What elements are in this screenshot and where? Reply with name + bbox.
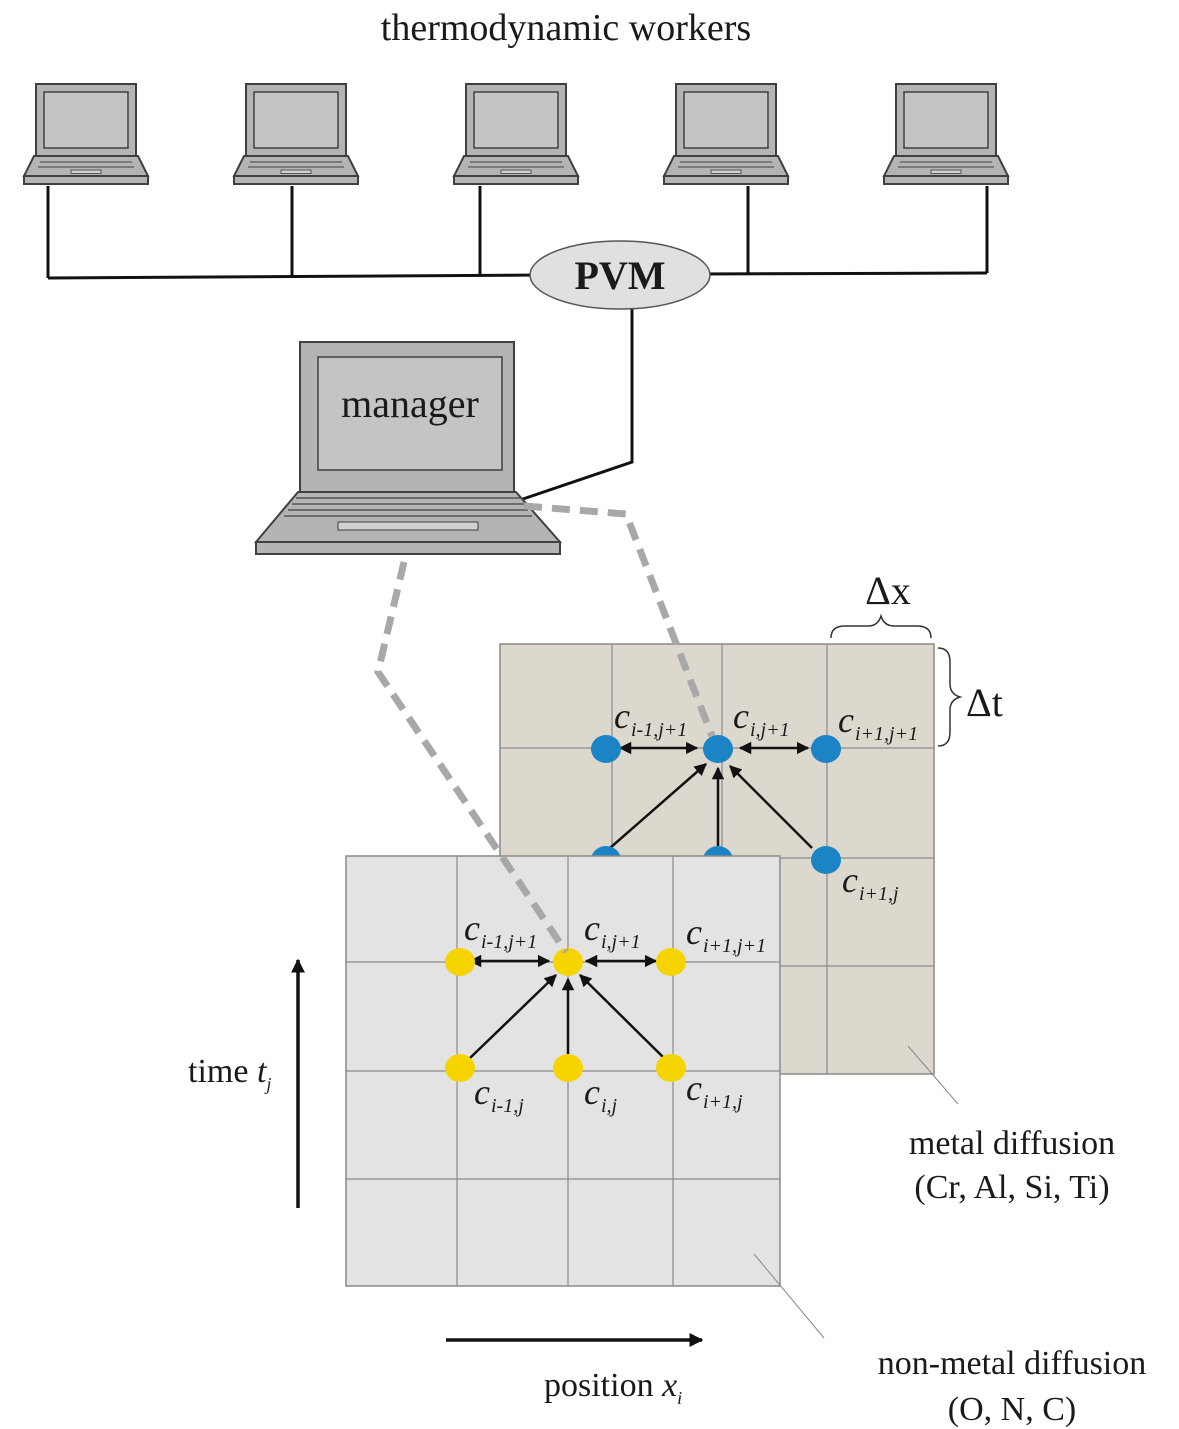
delta-t-label: Δt: [966, 680, 1003, 725]
worker-laptop-icon: [23, 83, 149, 185]
worker-laptop-icon: [883, 83, 1009, 185]
nonmetal-grid-nodes: [445, 948, 686, 1082]
worker-laptop-icon: [233, 83, 359, 185]
metal-grid-arrows: [609, 741, 813, 849]
time-axis-label: time tj: [188, 1053, 271, 1094]
manager-label: manager: [341, 381, 479, 426]
metal-label-c-left-top: ci-1,j+1: [614, 696, 687, 741]
caption-leader-lines: [753, 1045, 959, 1339]
position-axis-label: position xi: [544, 1367, 682, 1408]
nonmetal-caption-line2: (O, N, C): [948, 1391, 1076, 1428]
pvm-hub-label: PVM: [574, 253, 665, 298]
nonmetal-label-c-right-top: ci+1,j+1: [686, 912, 766, 957]
network-bus: [46, 186, 989, 502]
worker-laptop-icon: [663, 83, 789, 185]
metal-label-c-mid-top: ci,j+1: [733, 696, 790, 741]
worker-laptop-icon: [453, 83, 579, 185]
delta-x-brace: [830, 613, 932, 639]
metal-label-c-right-bot: ci+1,j: [842, 860, 899, 905]
metal-label-c-right-top: ci+1,j+1: [838, 700, 918, 745]
nonmetal-grid-arrows: [468, 954, 665, 1059]
nonmetal-label-c-mid-top: ci,j+1: [584, 908, 641, 953]
nonmetal-label-c-mid-bot: ci,j: [584, 1072, 618, 1117]
diagram-title: thermodynamic workers: [381, 7, 751, 49]
delta-x-label: Δx: [865, 568, 911, 613]
metal-caption-line2: (Cr, Al, Si, Ti): [914, 1169, 1109, 1206]
delta-t-brace: [937, 647, 963, 747]
manager-laptop-icon: [253, 341, 563, 555]
metal-caption-line1: metal diffusion: [909, 1125, 1115, 1162]
nonmetal-caption-line1: non-metal diffusion: [878, 1345, 1147, 1382]
manager-grid-links: [374, 502, 716, 954]
nonmetal-label-c-left-bot: ci-1,j: [474, 1072, 524, 1117]
pvm-hub: [529, 240, 711, 310]
nonmetal-label-c-left-top: ci-1,j+1: [464, 908, 537, 953]
nonmetal-label-c-right-bot: ci+1,j: [686, 1068, 743, 1113]
